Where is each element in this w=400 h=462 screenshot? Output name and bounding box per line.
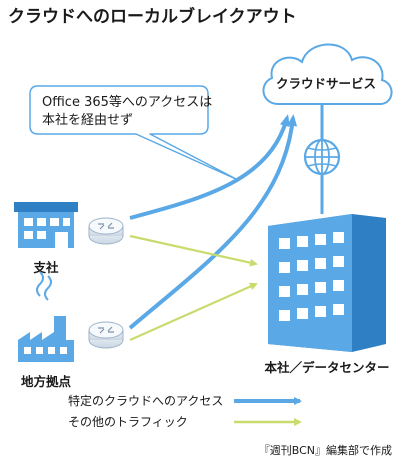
- globe-icon: [303, 138, 341, 176]
- legend-label-cloud-access: 特定のクラウドへのアクセス: [68, 393, 223, 408]
- regional-hq-path: [129, 282, 258, 342]
- router-icon: [88, 217, 124, 245]
- office-building-icon: [14, 202, 78, 248]
- legend-label-other-traffic: その他のトラフィック: [68, 415, 188, 429]
- router-icon: [88, 321, 124, 349]
- factory-icon: [18, 271, 74, 362]
- hq-label: 本社／データセンター: [264, 360, 389, 375]
- branch-label: 支社: [32, 260, 59, 275]
- hq-building-icon: [268, 214, 386, 352]
- diagram-title: クラウドへのローカルブレイクアウト: [8, 6, 297, 27]
- callout-line-2: 本社を経由せず: [42, 112, 133, 128]
- cloud-service-label: クラウドサービス: [276, 76, 376, 91]
- regional-site-label: 地方拠点: [21, 374, 72, 389]
- callout-bubble: [29, 85, 239, 181]
- branch-hq-path: [129, 234, 258, 267]
- source-credit: 『週刊BCN』編集部で作成: [259, 443, 392, 457]
- regional-cloud-path: [128, 114, 298, 330]
- callout-line-1: Office 365等へのアクセスは: [42, 94, 212, 110]
- branch-cloud-path: [129, 114, 290, 220]
- cloud-icon: [262, 43, 393, 105]
